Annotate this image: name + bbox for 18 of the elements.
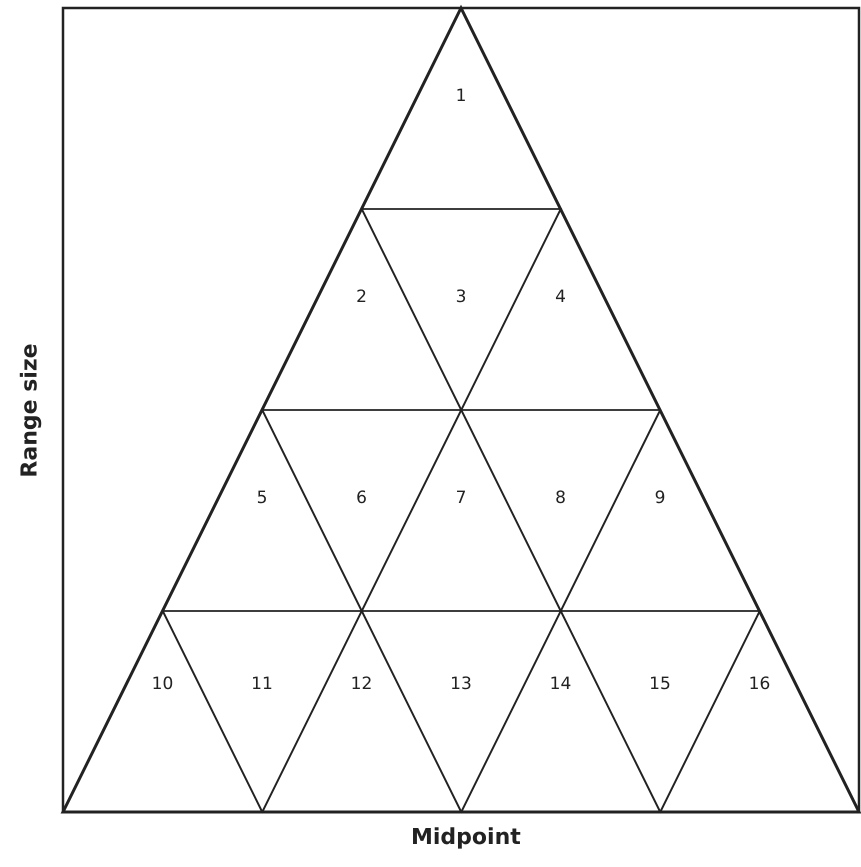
region-number: 1: [456, 86, 466, 106]
y-axis-title: Range size: [18, 342, 43, 478]
region-number: 2: [356, 287, 367, 307]
x-axis-title: Midpoint: [411, 825, 521, 850]
region-number: 13: [450, 674, 472, 694]
region-number: 10: [152, 674, 174, 694]
region-number: 11: [251, 674, 273, 694]
region-number: 5: [256, 488, 268, 508]
region-number: 14: [550, 674, 572, 694]
region-number: 16: [748, 674, 770, 694]
region-number: 12: [350, 674, 372, 694]
region-number: 4: [555, 287, 566, 307]
region-number: 3: [456, 287, 466, 307]
region-number: 8: [555, 488, 566, 508]
region-number: 7: [456, 488, 466, 508]
region-number: 15: [649, 674, 671, 694]
region-number: 9: [654, 488, 666, 508]
region-number: 6: [356, 488, 367, 508]
